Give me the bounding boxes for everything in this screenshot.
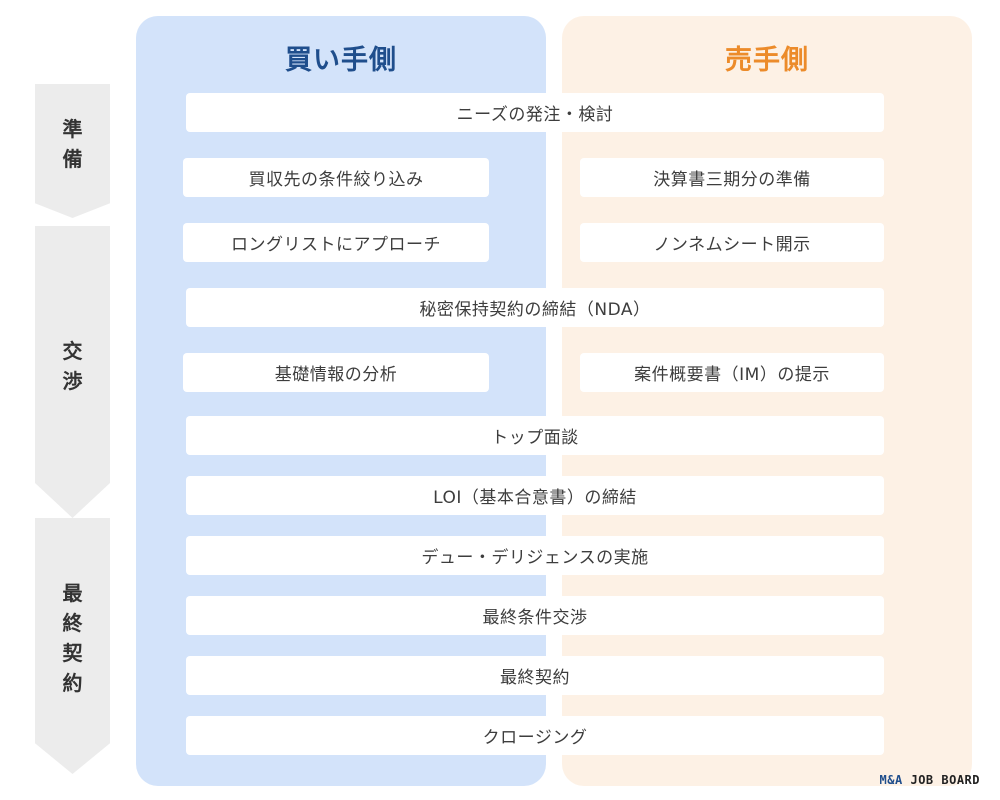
step-seller-noname-sheet: ノンネムシート開示 [580, 223, 884, 262]
brand-logo-prefix: M&A [879, 773, 903, 787]
phase-label-char: 渉 [62, 369, 83, 393]
phase-label-char: 最 [62, 581, 83, 605]
step-needs-review: ニーズの発注・検討 [186, 93, 884, 132]
step-due-diligence: デュー・デリジェンスの実施 [186, 536, 884, 575]
phase-label-char: 備 [62, 147, 83, 171]
seller-column-title: 売手側 [725, 45, 809, 76]
phase-arrow-final-contract: 最 終 契 約 [35, 518, 110, 774]
step-buyer-analysis: 基礎情報の分析 [183, 353, 489, 392]
brand-logo: M&A JOB BOARD [880, 773, 980, 787]
step-closing: クロージング [186, 716, 884, 755]
phase-label-char: 契 [62, 641, 83, 665]
brand-logo-suffix: JOB BOARD [910, 773, 980, 787]
step-buyer-longlist: ロングリストにアプローチ [183, 223, 489, 262]
buyer-column-title: 買い手側 [285, 45, 397, 76]
step-final-contract: 最終契約 [186, 656, 884, 695]
step-buyer-narrow-targets: 買収先の条件絞り込み [183, 158, 489, 197]
phase-label-char: 終 [62, 611, 83, 635]
step-seller-prepare-financials: 決算書三期分の準備 [580, 158, 884, 197]
phase-label-char: 交 [62, 339, 83, 363]
phase-label-char: 約 [62, 671, 83, 695]
phase-label-char: 準 [62, 117, 83, 141]
step-top-meeting: トップ面談 [186, 416, 884, 455]
step-loi: LOI（基本合意書）の締結 [186, 476, 884, 515]
step-final-terms: 最終条件交渉 [186, 596, 884, 635]
phase-arrow-negotiation: 交 渉 [35, 226, 110, 518]
step-nda: 秘密保持契約の締結（NDA） [186, 288, 884, 327]
step-seller-im: 案件概要書（IM）の提示 [580, 353, 884, 392]
phase-arrow-preparation: 準 備 [35, 84, 110, 218]
